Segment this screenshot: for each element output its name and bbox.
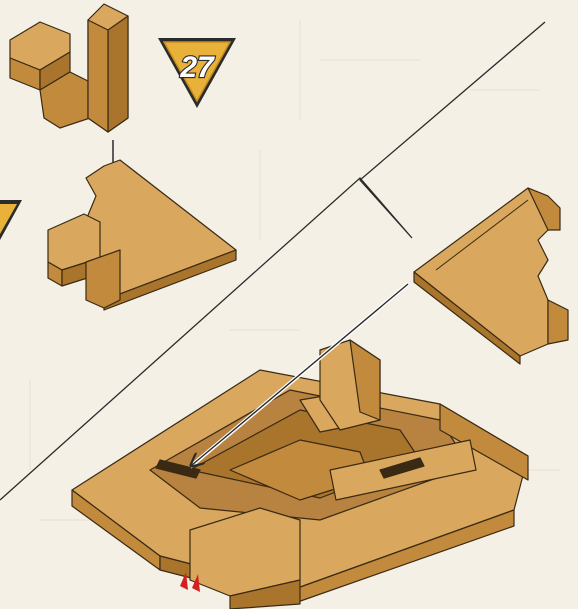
previous-step-badge-fragment — [0, 200, 22, 240]
step-badge: 27 — [158, 38, 236, 108]
part-triangle-piece — [48, 160, 236, 310]
part-upright-block — [10, 4, 128, 132]
main-assembly — [72, 340, 528, 609]
part-roof-panel — [414, 188, 568, 364]
step-number: 27 — [179, 51, 215, 84]
